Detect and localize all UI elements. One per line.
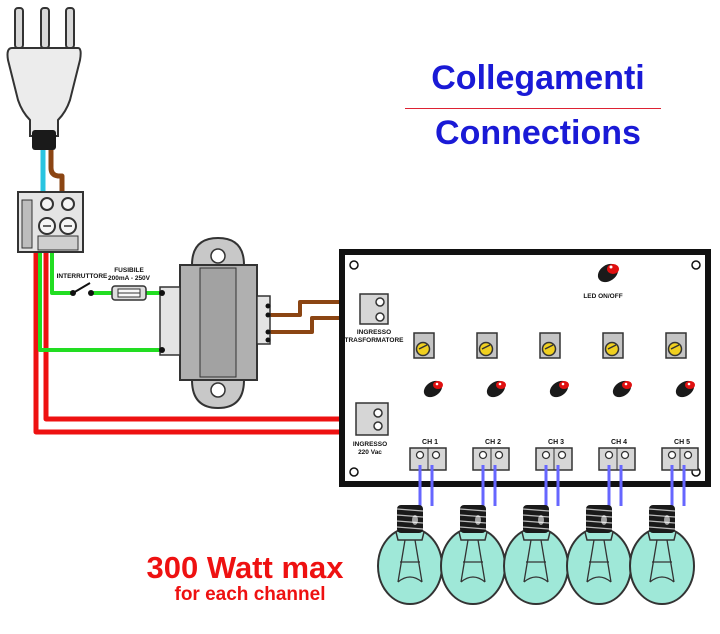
mains-input-label-2: 220 Vac [358, 449, 382, 456]
channel-output-connector [472, 447, 510, 471]
light-bulb [440, 465, 506, 605]
fuse-title: FUSIBILE [114, 267, 144, 274]
channel-5: CH 5 [661, 332, 699, 471]
channel-led [549, 380, 569, 398]
trimmer-potentiometer [665, 332, 687, 359]
channel-output-connector [535, 447, 573, 471]
channel-3: CH 3 [535, 332, 573, 471]
channels: CH 1 CH 2 CH 3 CH 4 CH 5 [409, 332, 699, 471]
channel-output-connector [409, 447, 447, 471]
wire-brown-sec-2 [268, 316, 364, 334]
transformer-input-connector [359, 293, 389, 325]
wire-red-2 [43, 242, 363, 422]
bulbs [377, 465, 695, 605]
fuse: FUSIBILE 200mA - 250V [108, 267, 151, 301]
channel-led [486, 380, 506, 398]
wire-green-2 [50, 243, 74, 295]
channel-led [612, 380, 632, 398]
trimmer-potentiometer [413, 332, 435, 359]
trimmer-potentiometer [476, 332, 498, 359]
channel-led [675, 380, 695, 398]
switch: INTERRUTTORE [57, 273, 108, 296]
switch-label: INTERRUTTORE [57, 273, 108, 280]
mains-plug [6, 7, 82, 150]
channel-label: CH 5 [674, 439, 690, 446]
led-label: LED ON/OFF [583, 293, 622, 300]
channel-label: CH 3 [548, 439, 564, 446]
mounting-hole [691, 260, 701, 270]
transformer-input-label-2: TRASFORMATORE [345, 337, 405, 344]
wire-red-1 [33, 242, 363, 435]
wires [33, 147, 364, 435]
mounting-hole [349, 260, 359, 270]
channel-label: CH 1 [422, 439, 438, 446]
wire-brown-sec-1 [268, 300, 364, 317]
light-bulb [629, 465, 695, 605]
channel-led [423, 380, 443, 398]
transformer [159, 236, 271, 410]
wire-brown-mains [48, 147, 65, 198]
channel-output-connector [661, 447, 699, 471]
channel-1: CH 1 [409, 332, 447, 471]
channel-label: CH 4 [611, 439, 627, 446]
title-divider [405, 108, 661, 109]
power-rating-subtitle: for each channel [174, 584, 326, 605]
terminal-block [17, 191, 84, 253]
trimmer-potentiometer [602, 332, 624, 359]
power-rating: 300 Watt max [146, 550, 344, 585]
channel-output-connector [598, 447, 636, 471]
mounting-hole [349, 467, 359, 477]
wire-green-1 [38, 243, 162, 352]
channel-4: CH 4 [598, 332, 636, 471]
title-english: Connections [435, 114, 641, 152]
mains-input-label-1: INGRESSO [353, 441, 387, 448]
trimmer-potentiometer [539, 332, 561, 359]
controller-board: INGRESSO TRASFORMATORE INGRESSO 220 Vac … [339, 249, 711, 487]
fuse-spec: 200mA - 250V [108, 275, 151, 282]
channel-label: CH 2 [485, 439, 501, 446]
light-bulb [503, 465, 569, 605]
transformer-input-label-1: INGRESSO [357, 329, 391, 336]
channel-2: CH 2 [472, 332, 510, 471]
title-italian: Collegamenti [431, 59, 645, 97]
power-led [597, 263, 619, 283]
light-bulb [377, 465, 443, 605]
mains-input-connector [355, 402, 389, 436]
